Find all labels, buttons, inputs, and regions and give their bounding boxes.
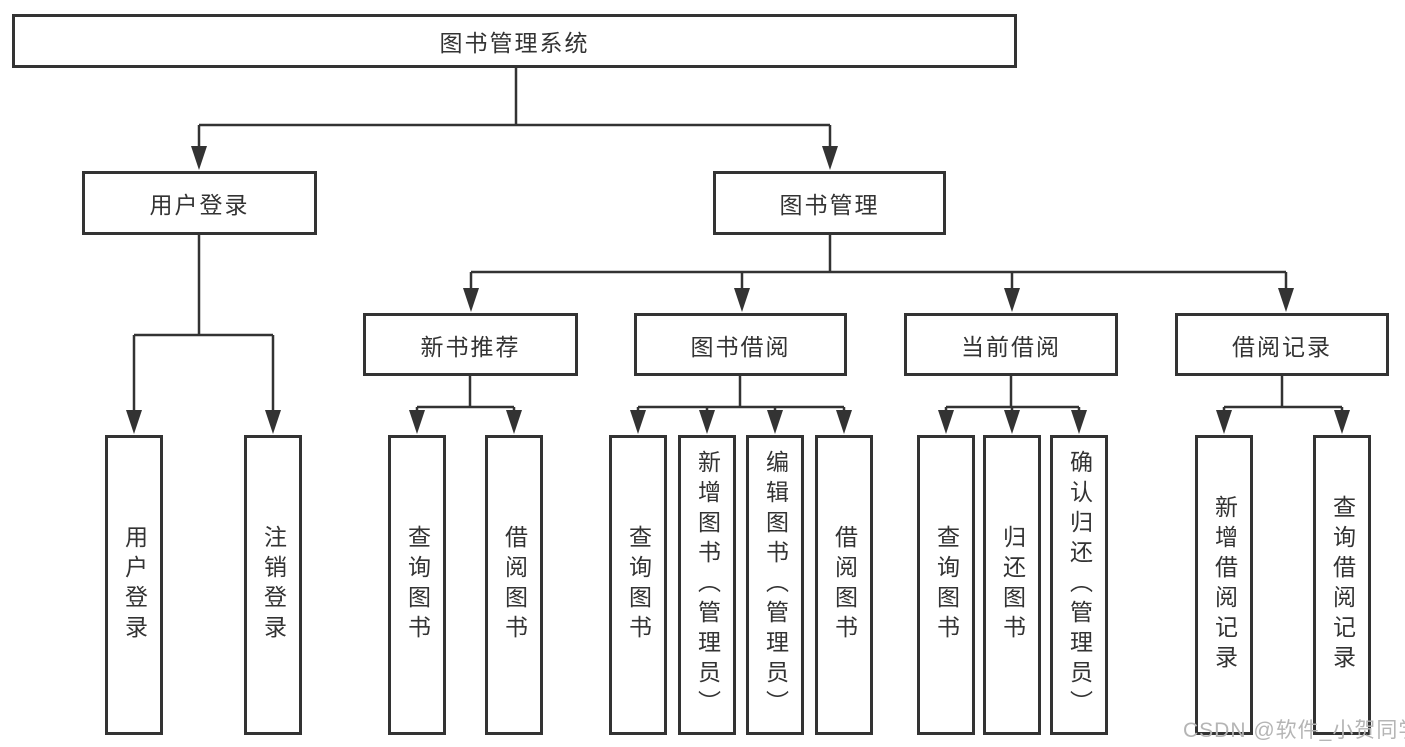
leaf-user-login: 用户登录 xyxy=(105,435,163,735)
leaf-label: 查询图书 xyxy=(404,525,431,645)
arrow-down-icon xyxy=(265,410,281,434)
arrow-down-icon xyxy=(734,288,750,312)
arrow-down-icon xyxy=(630,410,646,434)
node-borrowing-records: 借阅记录 xyxy=(1175,313,1389,376)
leaf-recommend-query-books: 查询图书 xyxy=(388,435,446,735)
arrow-down-icon xyxy=(836,410,852,434)
arrow-down-icon xyxy=(1004,288,1020,312)
node-label: 图书借阅 xyxy=(690,333,791,360)
node-book-management: 图书管理 xyxy=(713,171,946,235)
leaf-label: 借阅图书 xyxy=(831,525,858,645)
node-label: 当前借阅 xyxy=(961,333,1061,360)
leaf-label: 借阅图书 xyxy=(501,525,528,645)
arrow-down-icon xyxy=(1278,288,1294,312)
leaf-label: 编辑图书（管理员） xyxy=(762,450,789,720)
arrow-down-icon xyxy=(1004,410,1020,434)
leaf-label: 查询图书 xyxy=(933,525,960,645)
node-current-borrowing: 当前借阅 xyxy=(904,313,1118,376)
arrow-down-icon xyxy=(1334,410,1350,434)
arrow-down-icon xyxy=(191,146,207,170)
node-label: 用户登录 xyxy=(149,192,250,218)
leaf-label: 查询图书 xyxy=(625,525,652,645)
leaf-borrowing-query-books: 查询图书 xyxy=(609,435,667,735)
arrow-down-icon xyxy=(699,410,715,434)
node-book-borrowing: 图书借阅 xyxy=(634,313,847,376)
node-user-login: 用户登录 xyxy=(82,171,317,235)
leaf-logout: 注销登录 xyxy=(244,435,302,735)
node-label: 新书推荐 xyxy=(420,333,521,360)
leaf-recommend-borrow-books: 借阅图书 xyxy=(485,435,543,735)
leaf-add-borrow-record: 新增借阅记录 xyxy=(1195,435,1253,735)
leaf-query-borrow-record: 查询借阅记录 xyxy=(1313,435,1371,735)
arrow-down-icon xyxy=(409,410,425,434)
leaf-label: 用户登录 xyxy=(121,525,148,645)
leaf-label: 查询借阅记录 xyxy=(1329,495,1356,675)
leaf-current-query-books: 查询图书 xyxy=(917,435,975,735)
node-label: 借阅记录 xyxy=(1232,333,1332,360)
node-label: 图书管理 xyxy=(779,192,880,218)
node-library-system: 图书管理系统 xyxy=(12,14,1017,68)
leaf-add-books-admin: 新增图书（管理员） xyxy=(678,435,736,735)
leaf-label: 确认归还（管理员） xyxy=(1066,450,1093,720)
node-label: 图书管理系统 xyxy=(439,30,590,56)
arrow-down-icon xyxy=(767,410,783,434)
arrow-down-icon xyxy=(126,410,142,434)
leaf-borrowing-borrow-books: 借阅图书 xyxy=(815,435,873,735)
arrow-down-icon xyxy=(463,288,479,312)
leaf-label: 新增借阅记录 xyxy=(1211,495,1238,675)
leaf-edit-books-admin: 编辑图书（管理员） xyxy=(746,435,804,735)
arrow-down-icon xyxy=(1216,410,1232,434)
node-new-book-recommend: 新书推荐 xyxy=(363,313,578,376)
tree-edges xyxy=(132,68,1344,412)
arrow-down-icon xyxy=(938,410,954,434)
leaf-label: 注销登录 xyxy=(260,525,287,645)
leaf-return-books: 归还图书 xyxy=(983,435,1041,735)
csdn-watermark: CSDN @软件_小贺同学 xyxy=(1183,719,1405,742)
arrowheads xyxy=(126,146,1350,434)
arrow-down-icon xyxy=(1071,410,1087,434)
arrow-down-icon xyxy=(822,146,838,170)
leaf-confirm-return-admin: 确认归还（管理员） xyxy=(1050,435,1108,735)
leaf-label: 新增图书（管理员） xyxy=(694,450,721,720)
leaf-label: 归还图书 xyxy=(999,525,1026,645)
arrow-down-icon xyxy=(506,410,522,434)
